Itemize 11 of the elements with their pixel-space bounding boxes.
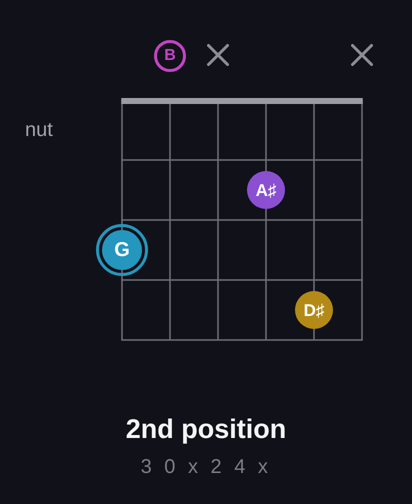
note-name: D♯ <box>304 302 324 318</box>
note-dot <box>295 291 333 329</box>
note-dot <box>247 171 285 209</box>
chord-title: 2nd position <box>126 413 286 446</box>
note-name: A♯ <box>256 182 276 198</box>
open-string-ring <box>154 40 186 72</box>
note-name: G <box>114 240 130 260</box>
fingering-caption: 3 0 x 2 4 x <box>140 455 272 479</box>
note-name: B <box>164 48 176 64</box>
nut-label: nut <box>25 119 53 141</box>
root-note-dot <box>96 224 148 276</box>
